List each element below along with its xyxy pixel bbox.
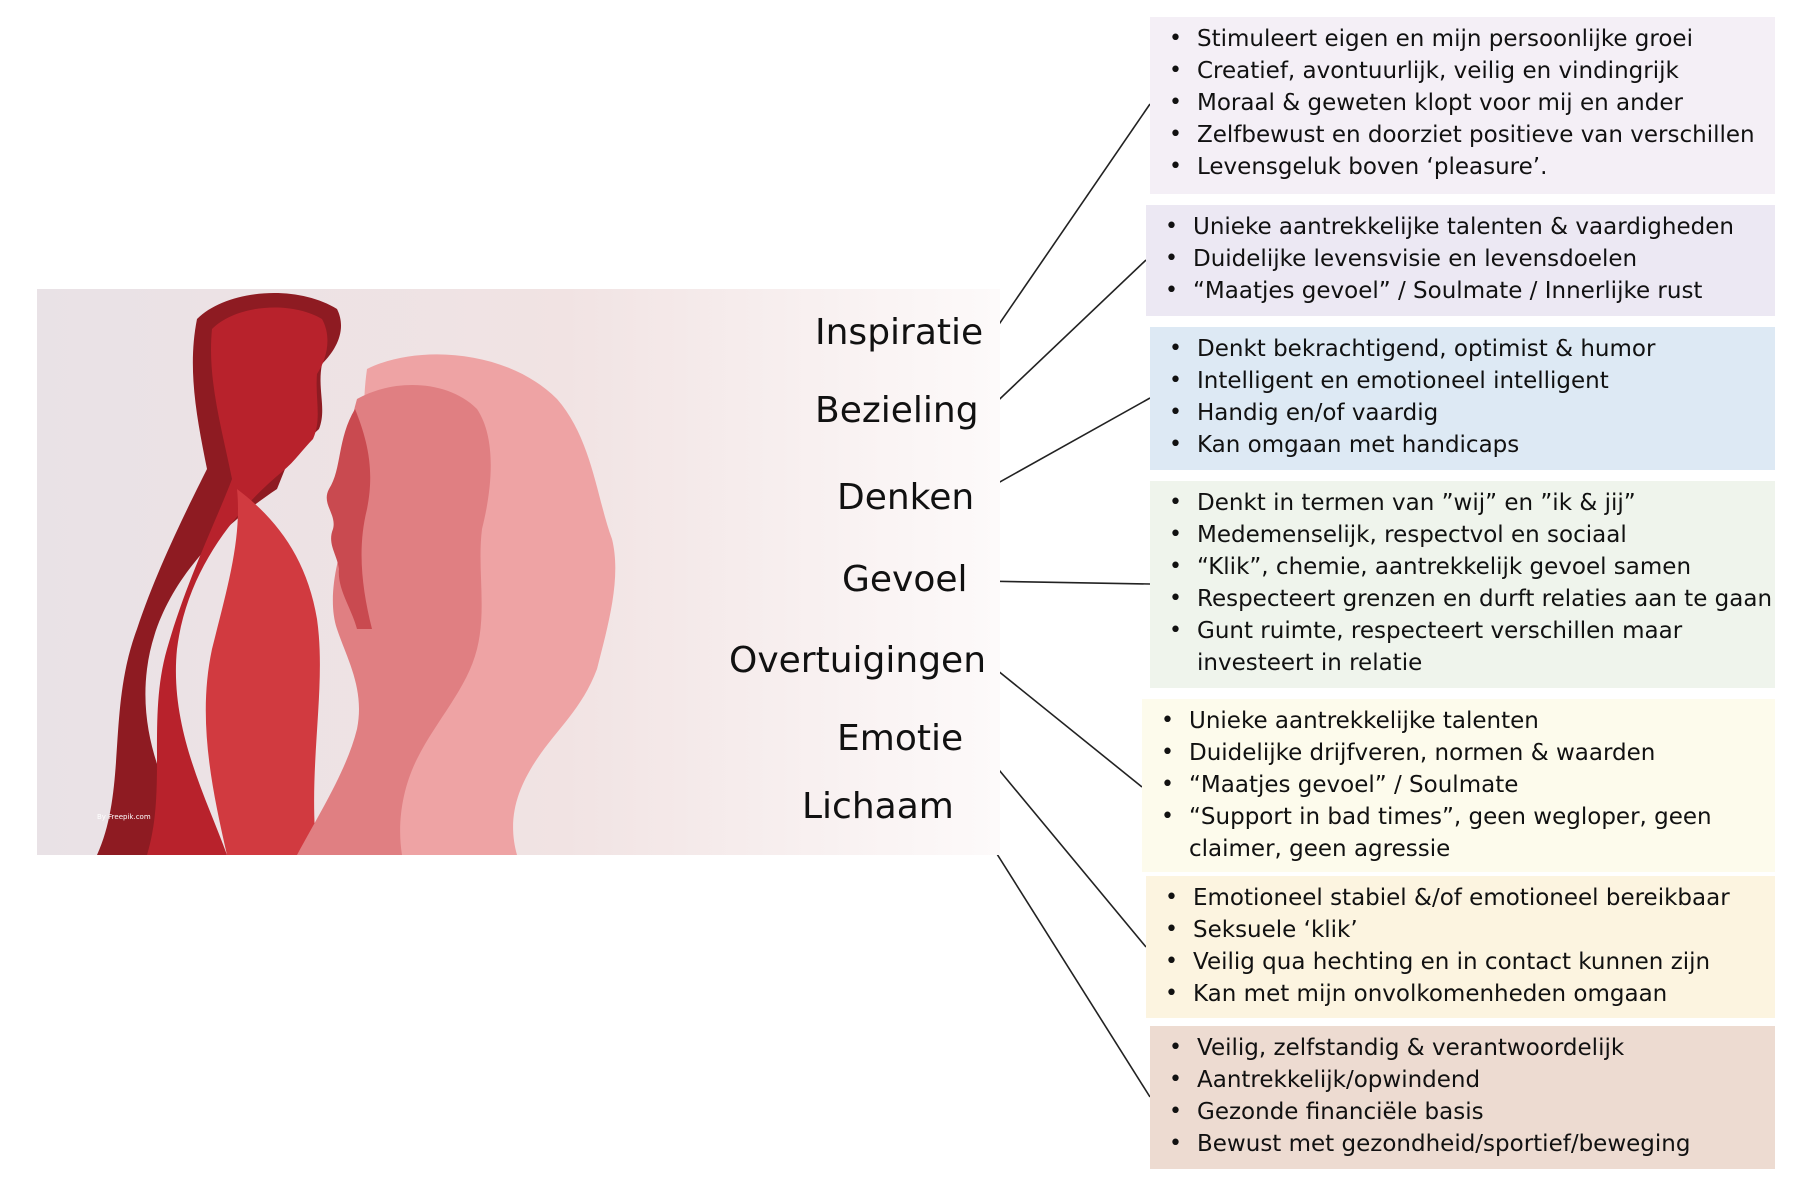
- list-item: Unieke aantrekkelijke talenten & vaardig…: [1160, 211, 1761, 243]
- list-item: Handig en/of vaardig: [1164, 397, 1761, 429]
- label-overtuigingen: Overtuigingen: [729, 640, 987, 681]
- box-inspiratie: Stimuleert eigen en mijn persoonlijke gr…: [1150, 17, 1775, 194]
- list-item: “Support in bad times”, geen wegloper, g…: [1156, 801, 1761, 833]
- box-gevoel: Denkt in termen van ”wij” en ”ik & jij” …: [1150, 481, 1775, 688]
- connector-lichaam: [967, 807, 1151, 1098]
- list-item: Kan omgaan met handicaps: [1164, 429, 1761, 461]
- list-item: Gunt ruimte, respecteert verschillen maa…: [1164, 615, 1761, 647]
- woman-face-edge: [326, 409, 372, 629]
- list-item: Denkt in termen van ”wij” en ”ik & jij”: [1164, 487, 1761, 519]
- connector-emotie: [974, 740, 1147, 948]
- list-item: Zelfbewust en doorziet positieve van ver…: [1164, 119, 1761, 151]
- label-lichaam: Lichaam: [802, 786, 954, 827]
- list-item: “Maatjes gevoel” / Soulmate / Innerlijke…: [1160, 275, 1761, 307]
- list-item: “Maatjes gevoel” / Soulmate: [1156, 769, 1761, 801]
- man-silhouette-mid: [147, 307, 328, 855]
- list-item: Emotioneel stabiel &/of emotioneel berei…: [1160, 882, 1761, 914]
- list-item: Moraal & geweten klopt voor mij en ander: [1164, 87, 1761, 119]
- list-item: “Klik”, chemie, aantrekkelijk gevoel sam…: [1164, 551, 1761, 583]
- watermark-text: By Freepik.com: [97, 813, 151, 821]
- list-item: Creatief, avontuurlijk, veilig en vindin…: [1164, 55, 1761, 87]
- list-item: Respecteert grenzen en durft relaties aa…: [1164, 583, 1772, 615]
- list-item: Bewust met gezondheid/sportief/beweging: [1164, 1128, 1761, 1160]
- label-denken: Denken: [837, 477, 975, 518]
- box-lichaam: Veilig, zelfstandig & verantwoordelijk A…: [1150, 1026, 1775, 1169]
- label-inspiratie: Inspiratie: [815, 312, 984, 353]
- connector-overtuigingen: [986, 661, 1143, 788]
- box-denken: Denkt bekrachtigend, optimist & humor In…: [1150, 327, 1775, 470]
- couple-illustration: By Freepik.com: [37, 289, 1000, 855]
- list-item: Unieke aantrekkelijke talenten: [1156, 705, 1761, 737]
- connector-bezieling: [984, 259, 1147, 414]
- list-item: Aantrekkelijk/opwindend: [1164, 1064, 1761, 1096]
- box-bezieling: Unieke aantrekkelijke talenten & vaardig…: [1146, 205, 1775, 316]
- label-emotie: Emotie: [837, 718, 964, 759]
- list-item: Duidelijke drijfveren, normen & waarden: [1156, 737, 1761, 769]
- list-item: Denkt bekrachtigend, optimist & humor: [1164, 333, 1761, 365]
- list-item: Seksuele ‘klik’: [1160, 914, 1761, 946]
- box-overtuigingen: Unieke aantrekkelijke talenten Duidelijk…: [1142, 699, 1775, 872]
- list-item: Medemenselijk, respectvol en sociaal: [1164, 519, 1761, 551]
- list-item: Intelligent en emotioneel intelligent: [1164, 365, 1761, 397]
- connector-denken: [972, 397, 1151, 498]
- label-gevoel: Gevoel: [842, 559, 968, 600]
- list-item: Veilig, zelfstandig & verantwoordelijk: [1164, 1032, 1761, 1064]
- woman-silhouette-mid: [297, 385, 491, 855]
- man-silhouette-light: [205, 489, 320, 855]
- list-item: Kan met mijn onvolkomenheden omgaan: [1160, 978, 1761, 1010]
- list-item: Levensgeluk boven ‘pleasure’.: [1164, 151, 1761, 183]
- label-bezieling: Bezieling: [815, 390, 979, 431]
- list-item: Duidelijke levensvisie en levensdoelen: [1160, 243, 1761, 275]
- list-item: Stimuleert eigen en mijn persoonlijke gr…: [1164, 23, 1761, 55]
- connector-gevoel: [978, 580, 1151, 585]
- list-item: Veilig qua hechting en in contact kunnen…: [1160, 946, 1761, 978]
- list-item: Gezonde financiële basis: [1164, 1096, 1761, 1128]
- box-emotie: Emotioneel stabiel &/of emotioneel berei…: [1146, 876, 1775, 1018]
- connector-inspiratie: [992, 103, 1151, 334]
- list-item-continuation: investeert in relatie: [1197, 650, 1423, 676]
- list-item-continuation: claimer, geen agressie: [1189, 836, 1451, 862]
